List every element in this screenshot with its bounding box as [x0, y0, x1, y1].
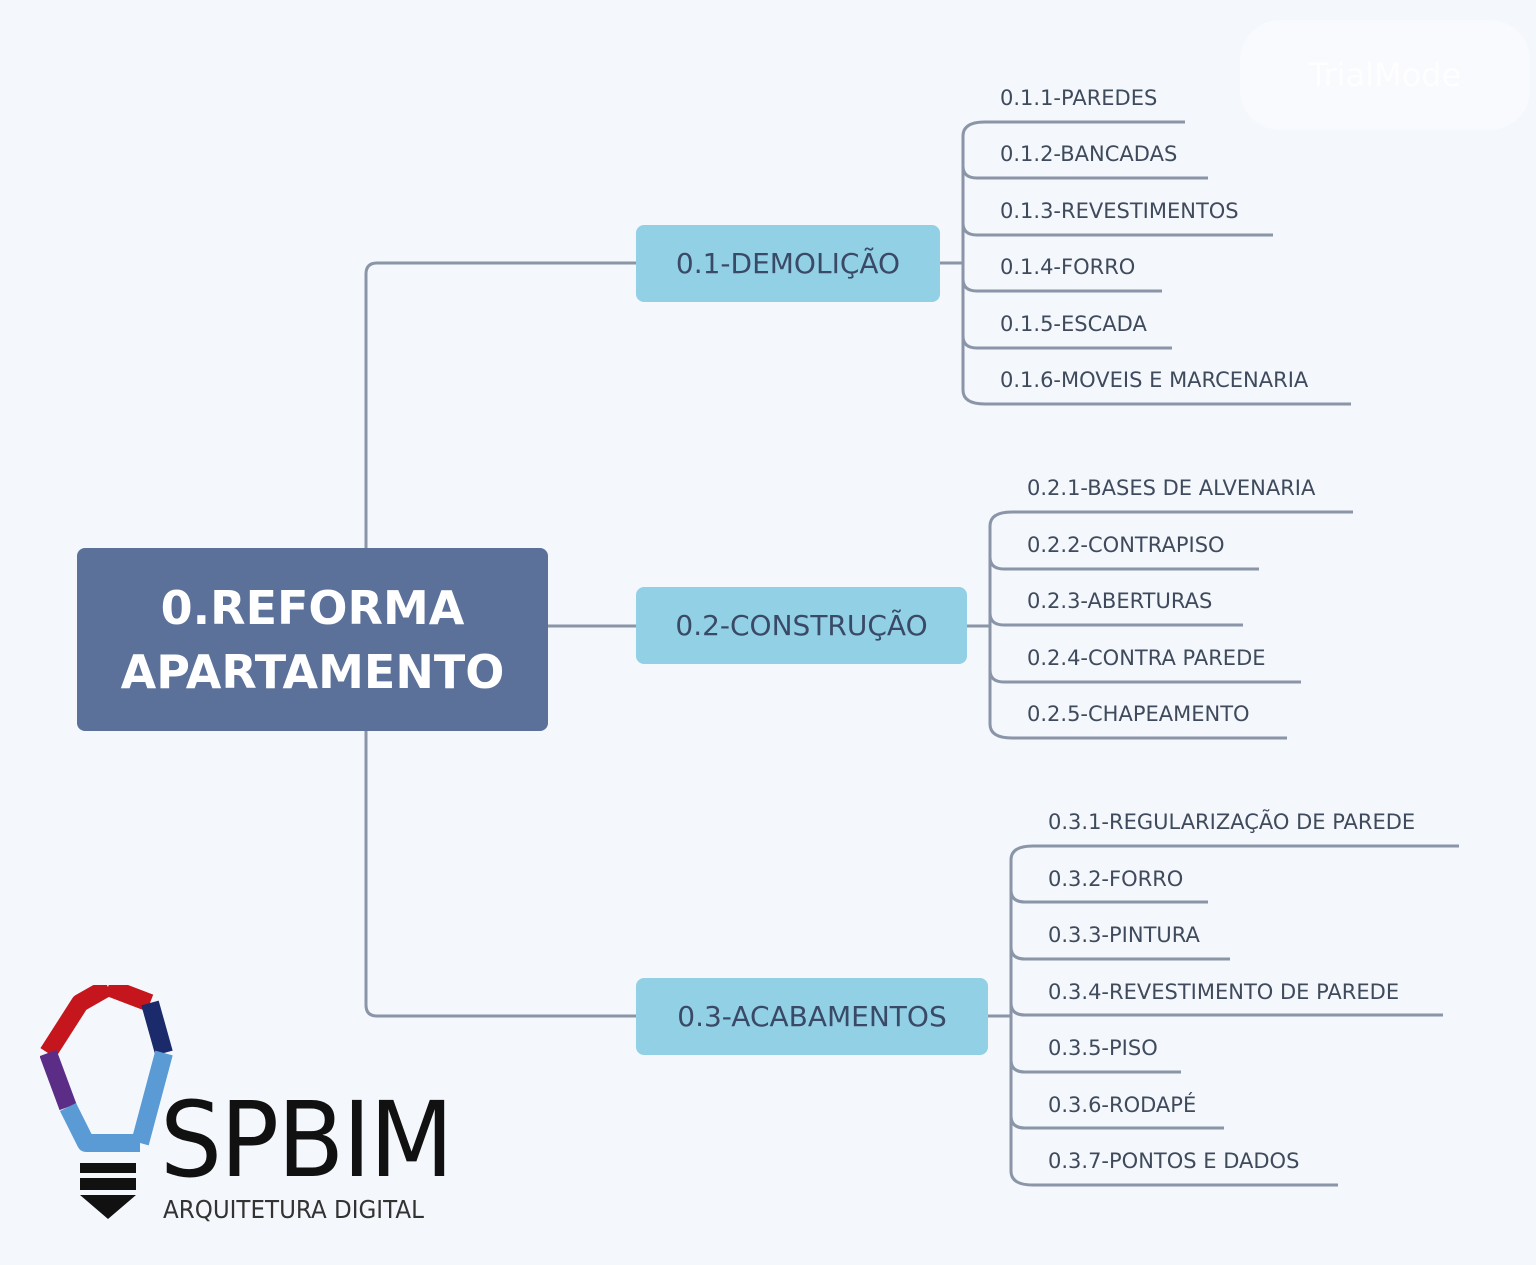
- subtopic-item[interactable]: 0.3.6-RODAPÉ: [1048, 1093, 1197, 1117]
- subtopic-item[interactable]: 0.2.5-CHAPEAMENTO: [1027, 702, 1250, 726]
- subtopic-item[interactable]: 0.2.3-ABERTURAS: [1027, 589, 1213, 613]
- subtopic-item[interactable]: 0.1.6-MOVEIS E MARCENARIA: [1000, 368, 1309, 392]
- subtopic-item[interactable]: 0.3.4-REVESTIMENTO DE PAREDE: [1048, 980, 1400, 1004]
- subtopic-item[interactable]: 0.2.4-CONTRA PAREDE: [1027, 646, 1266, 670]
- subtopic-underline: [1009, 889, 1208, 904]
- subtopic-underline: [988, 669, 1301, 684]
- branch-topic-acabamentos[interactable]: 0.3-ACABAMENTOS: [636, 978, 988, 1055]
- root-topic-line-1: 0.REFORMA: [160, 580, 465, 635]
- subtopic-item[interactable]: 0.3.2-FORRO: [1048, 867, 1184, 891]
- subtopic-item[interactable]: 0.3.3-PINTURA: [1048, 923, 1200, 947]
- subtopic-underline: [1009, 1059, 1181, 1074]
- subtopic-item[interactable]: 0.1.3-REVESTIMENTOS: [1000, 199, 1239, 223]
- root-to-branch-1-line: [364, 261, 636, 548]
- root-to-branch-3-line: [364, 731, 636, 1018]
- subtopic-item[interactable]: 0.2.1-BASES DE ALVENARIA: [1027, 476, 1316, 500]
- subtopic-item[interactable]: 0.1.5-ESCADA: [1000, 312, 1147, 336]
- subtopic-underline: [1009, 946, 1230, 961]
- trial-watermark: TrialMode: [1240, 20, 1530, 130]
- branch-topic-label: 0.2-CONSTRUÇÃO: [675, 609, 928, 642]
- branch-2-trunk-line: [988, 510, 1013, 740]
- lightbulb-logo-icon: [40, 985, 173, 1219]
- root-topic-line-2: APARTAMENTO: [120, 644, 505, 699]
- branch-topic-label: 0.1-DEMOLIÇÃO: [675, 247, 901, 280]
- subtopic-underline: [961, 165, 1208, 180]
- logo-wordmark: SPBIM: [160, 1079, 454, 1201]
- subtopic-underline: [961, 222, 1273, 237]
- subtopic-item[interactable]: 0.3.5-PISO: [1048, 1036, 1158, 1060]
- branch-topic-demolicao[interactable]: 0.1-DEMOLIÇÃO: [636, 225, 940, 302]
- subtopic-item[interactable]: 0.3.7-PONTOS E DADOS: [1048, 1149, 1300, 1173]
- subtopic-item[interactable]: 0.1.1-PAREDES: [1000, 86, 1158, 110]
- subtopic-underline: [988, 612, 1243, 627]
- logo-tagline: ARQUITETURA DIGITAL: [163, 1195, 424, 1224]
- subtopic-item[interactable]: 0.2.2-CONTRAPISO: [1027, 533, 1225, 557]
- root-topic[interactable]: 0.REFORMA APARTAMENTO: [77, 548, 548, 731]
- subtopic-item[interactable]: 0.1.4-FORRO: [1000, 255, 1136, 279]
- subtopic-item[interactable]: 0.3.1-REGULARIZAÇÃO DE PAREDE: [1048, 810, 1416, 834]
- subtopic-item[interactable]: 0.1.2-BANCADAS: [1000, 142, 1178, 166]
- branch-3-trunk-line: [1009, 844, 1034, 1187]
- branch-1-trunk-line: [961, 120, 986, 406]
- subtopic-underline: [988, 556, 1259, 571]
- subtopic-underline: [1009, 1115, 1224, 1130]
- subtopic-underline: [961, 278, 1162, 293]
- branch-topic-label: 0.3-ACABAMENTOS: [677, 1000, 947, 1033]
- branch-topic-construcao[interactable]: 0.2-CONSTRUÇÃO: [636, 587, 967, 664]
- subtopic-underline: [1009, 1002, 1443, 1017]
- subtopic-underline: [961, 335, 1172, 350]
